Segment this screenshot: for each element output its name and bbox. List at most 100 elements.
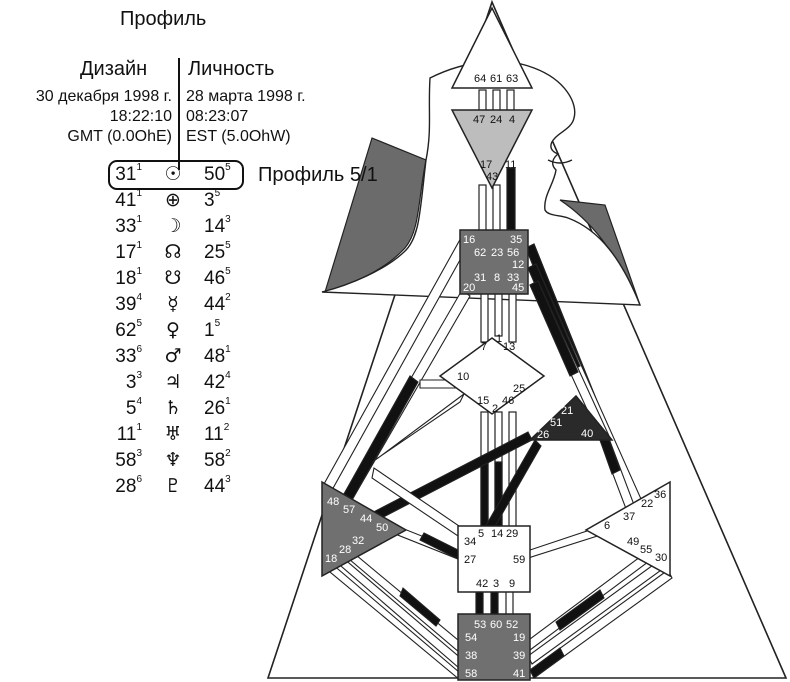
design-header: Дизайн [80,58,148,80]
design-line: 1 [136,266,142,277]
gate-label: 18 [325,553,337,565]
gate-label: 35 [510,234,522,246]
gate-label: 24 [490,114,502,126]
gate-label: 7 [481,341,487,353]
activation-row: 286 ♇ 443 [100,474,246,502]
gate-label: 16 [463,234,475,246]
gate-label: 39 [513,650,525,662]
personality-line: 2 [225,292,231,303]
gate-label: 21 [561,405,573,417]
gate-labels: 64 61 63 47 24 4 17 43 11 16 35 62 23 56… [325,73,667,680]
north-node-icon: ☊ [164,241,182,263]
design-gate: 311 [115,162,142,185]
personality-line: 2 [225,448,231,459]
gate-label: 19 [513,632,525,644]
throat-center [459,229,529,295]
gate-label: 53 [474,619,486,631]
gate-label: 8 [494,272,500,284]
pluto-icon: ♇ [164,475,182,497]
design-gate: 286 [115,474,142,497]
heart-center [528,394,614,441]
gate-label: 60 [490,619,502,631]
gate-label: 54 [465,632,477,644]
gate-label: 63 [506,73,518,85]
design-gate: 411 [115,188,142,211]
design-line: 1 [136,422,142,433]
gate-label: 30 [655,552,667,564]
profile-title: Профиль [120,8,207,30]
design-gate: 331 [115,214,142,237]
personality-gate: 112 [204,422,230,445]
south-node-icon: ☋ [164,267,182,289]
personality-gate: 465 [204,266,231,289]
gate-label: 10 [457,371,469,383]
gate-label: 47 [473,114,485,126]
header-divider [178,58,180,170]
personality-line: 5 [214,188,221,199]
gate-label: 12 [512,259,524,271]
personality-date: 28 марта 1998 г. [186,88,306,105]
root-center [457,613,531,681]
gate-label: 31 [474,272,486,284]
sacral-center [457,525,531,593]
design-time: 18:22:10 [109,108,172,125]
gate-label: 32 [352,535,364,547]
personality-gate: 443 [204,474,231,497]
personality-gate: 582 [204,448,231,471]
gate-label: 51 [550,417,562,429]
design-line: 3 [136,370,142,381]
gate-label: 41 [513,668,525,680]
gate-label: 64 [474,73,486,85]
design-line: 1 [136,162,142,173]
activation-row: 54♄261 [100,396,246,424]
gate-label: 43 [486,171,498,183]
profile-label: Профиль 5/1 [258,164,378,186]
gate-label: 4 [509,114,515,126]
gate-label: 13 [503,341,515,353]
gate-label: 61 [490,73,502,85]
personality-gate: 261 [204,396,231,419]
gate-label: 49 [627,536,639,548]
design-line: 6 [136,474,142,485]
mercury-icon: ☿ [167,293,179,315]
gate-label: 23 [491,247,503,259]
silhouette-head [321,60,642,306]
gate-label: 2 [492,403,498,415]
venus-icon: ♀ [166,319,180,341]
gate-label: 3 [493,578,499,590]
design-gate: 625 [115,318,142,341]
design-gate: 583 [115,448,142,471]
activation-row: 411⊕35 [100,188,246,216]
gate-label: 33 [507,272,519,284]
activation-row: 331☽143 [100,214,246,242]
gate-label: 37 [623,511,635,523]
personality-line: 5 [225,162,231,173]
personality-time: 08:23:07 [186,108,249,125]
design-line: 1 [136,188,142,199]
personality-line: 5 [214,318,221,329]
gate-label: 9 [509,578,515,590]
gate-label: 20 [463,282,475,294]
personality-line: 1 [225,396,231,407]
gate-label: 57 [343,504,355,516]
activation-row: 394☿442 [100,292,246,320]
gate-label: 17 [480,159,492,171]
gate-label: 36 [654,489,666,501]
personality-line: 2 [223,422,230,433]
diagonal-channels [323,235,673,681]
gate-label: 29 [506,528,518,540]
personality-gate: 505 [204,162,231,185]
personality-line: 4 [225,370,231,381]
g-center [438,337,546,415]
gate-label: 28 [339,544,351,556]
design-line: 4 [136,292,142,303]
head-center [450,6,534,89]
personality-header: Личность [188,58,275,80]
gate-label: 5 [478,528,484,540]
gate-label: 22 [641,498,653,510]
gate-label: 15 [477,395,489,407]
personality-gate: 15 [204,318,221,341]
personality-gate: 442 [204,292,231,315]
personality-line: 5 [225,240,231,251]
profile-highlight-box [108,160,244,190]
